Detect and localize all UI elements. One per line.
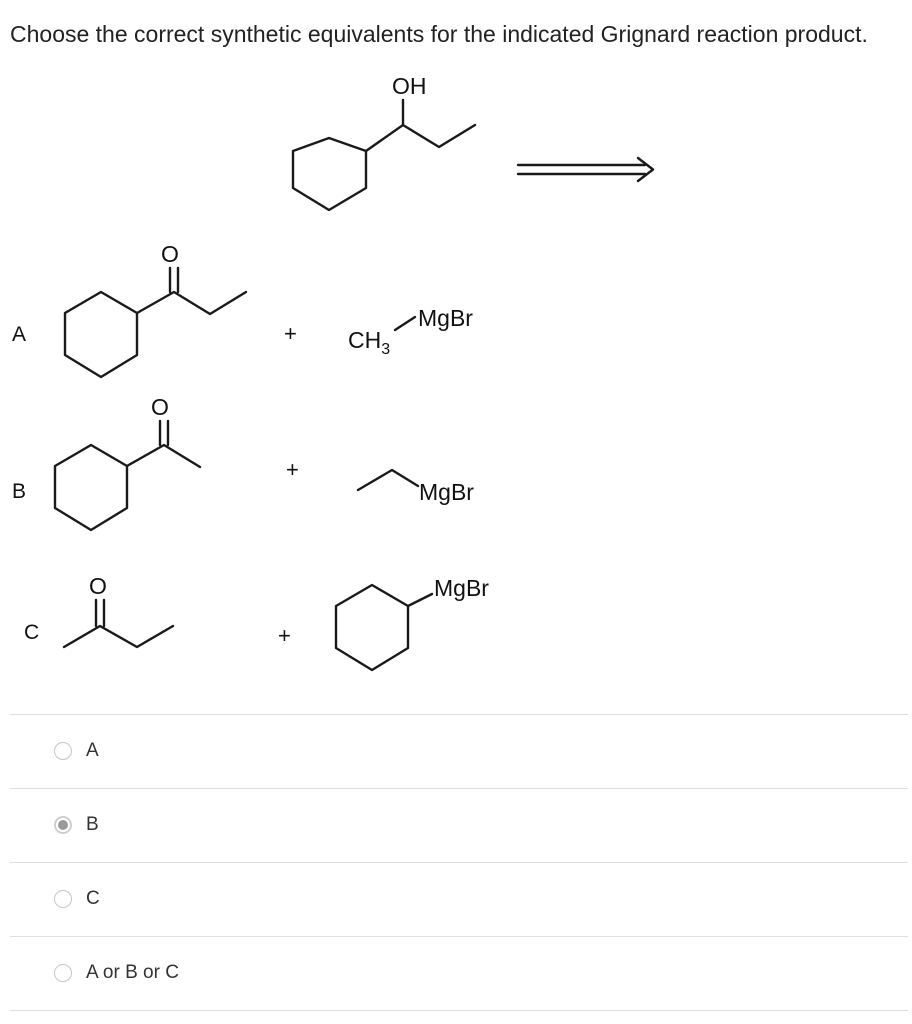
- methyl-label: CH: [348, 327, 381, 353]
- option-a-structures: A O + CH3 MgBr: [12, 241, 473, 379]
- radio-option-c[interactable]: [54, 890, 72, 908]
- question-text: Choose the correct synthetic equivalents…: [10, 21, 868, 47]
- methyl-subscript: 3: [381, 341, 390, 358]
- plus-a: +: [284, 321, 297, 346]
- option-b-structures: B O + MgBr: [12, 394, 474, 532]
- row-b-oxygen: O: [151, 394, 169, 420]
- reaction-scheme: OH A O + CH3 MgBr B O + MgBr C O: [12, 73, 655, 672]
- answer-options: A B C A or B or C: [10, 714, 908, 1011]
- option-a-label: A: [86, 740, 99, 761]
- retrosynthesis-arrow: [516, 156, 655, 183]
- plus-c: +: [278, 623, 291, 648]
- option-b-label: B: [86, 814, 99, 835]
- row-b-letter: B: [12, 480, 26, 503]
- row-a-grignard: MgBr: [418, 305, 473, 331]
- option-c-label: C: [86, 888, 100, 909]
- row-b-grignard: MgBr: [419, 479, 474, 505]
- row-a-letter: A: [12, 323, 26, 346]
- option-a[interactable]: A: [10, 714, 908, 788]
- option-a-or-b-or-c[interactable]: A or B or C: [10, 936, 908, 1011]
- row-c-letter: C: [24, 621, 39, 644]
- radio-option-a-or-b-or-c[interactable]: [54, 964, 72, 982]
- option-b[interactable]: B: [10, 788, 908, 862]
- svg-text:CH3: CH3: [348, 327, 390, 358]
- radio-option-a[interactable]: [54, 742, 72, 760]
- radio-option-b[interactable]: [54, 816, 72, 834]
- hydroxyl-label: OH: [392, 73, 427, 99]
- plus-b: +: [286, 457, 299, 482]
- option-a-or-b-or-c-label: A or B or C: [86, 962, 179, 983]
- option-c[interactable]: C: [10, 862, 908, 936]
- row-a-oxygen: O: [161, 241, 179, 267]
- row-c-grignard: MgBr: [434, 575, 489, 601]
- product-structure: OH: [291, 73, 477, 212]
- option-c-structures: C O + MgBr: [24, 573, 489, 672]
- row-c-oxygen: O: [89, 573, 107, 599]
